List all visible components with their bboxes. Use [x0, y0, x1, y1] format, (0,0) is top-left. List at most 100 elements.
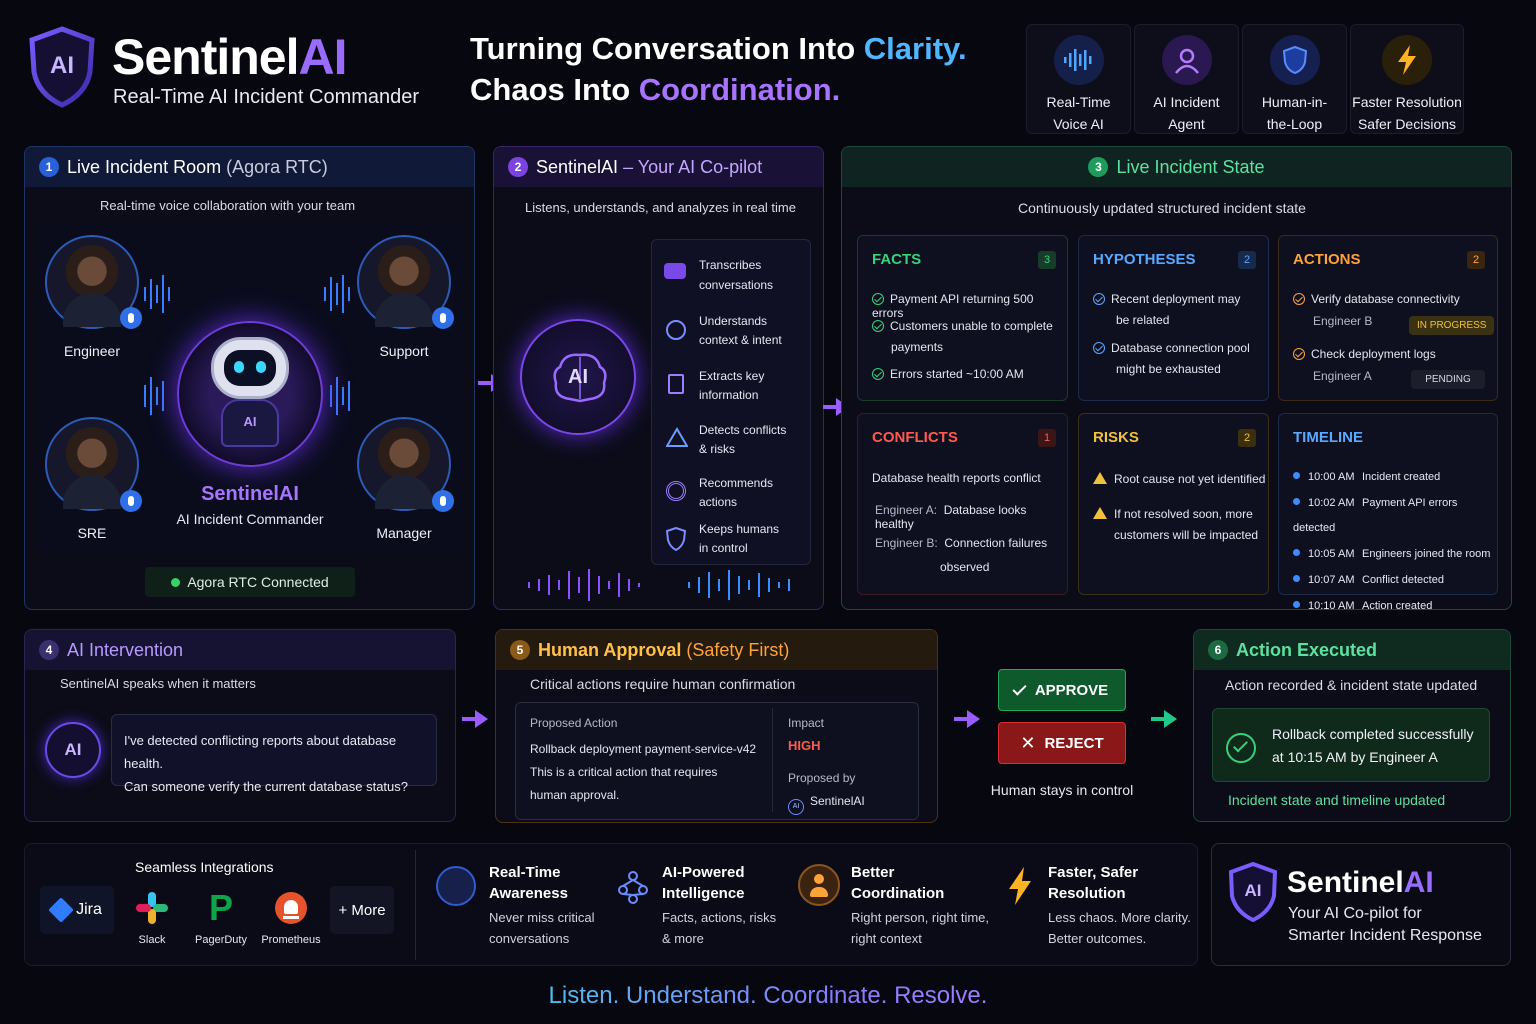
count-badge: 2 — [1238, 429, 1256, 447]
panel-header: 1 Live Incident Room (Agora RTC) — [25, 147, 474, 187]
mic-icon[interactable] — [120, 307, 142, 329]
brain-icon: AI — [520, 319, 636, 435]
impact-badge: HIGH — [788, 738, 821, 753]
person-icon — [798, 864, 840, 906]
panel-human-approval: 5 Human Approval (Safety First) Critical… — [495, 629, 938, 823]
success-message: Rollback completed successfully at 10:15… — [1212, 708, 1490, 782]
brand-tagline: Real-Time AI Incident Commander — [113, 86, 420, 108]
document-icon — [668, 374, 684, 394]
status-dot-icon — [171, 577, 181, 587]
integration-pagerduty[interactable]: PagerDuty — [195, 934, 247, 946]
status-badge: PENDING — [1411, 370, 1485, 389]
more-integrations-button[interactable]: + More — [330, 886, 394, 934]
approve-button[interactable]: APPROVE — [998, 669, 1126, 711]
check-icon — [1093, 342, 1105, 354]
bot-name: SentinelAI — [201, 483, 299, 505]
card-conflicts: CONFLICTS 1 Database health reports conf… — [857, 413, 1068, 595]
shield-icon — [29, 26, 95, 108]
panel-header: 4 AI Intervention — [25, 630, 455, 670]
check-circle-icon — [1226, 733, 1256, 763]
count-badge: 2 — [1238, 251, 1256, 269]
integrations-title: Seamless Integrations — [135, 859, 274, 875]
brand-logo: AI — [28, 26, 96, 108]
panel-action-executed: 6 Action Executed Action recorded & inci… — [1193, 629, 1511, 822]
voice-waves — [144, 275, 350, 415]
participant-support: Support — [379, 343, 429, 359]
network-icon — [618, 870, 648, 904]
chat-icon — [664, 263, 686, 279]
count-badge: 3 — [1038, 251, 1056, 269]
status-badge: IN PROGRESS — [1409, 316, 1495, 335]
integration-prometheus[interactable]: Prometheus — [261, 934, 321, 946]
mic-icon[interactable] — [120, 490, 142, 512]
bot-role: AI Incident Commander — [176, 511, 324, 527]
warning-icon — [1093, 507, 1107, 519]
panel-ai-intervention: 4 AI Intervention SentinelAI speaks when… — [24, 629, 456, 822]
capability-detect: Detects conflicts& risks — [664, 421, 786, 459]
panel-header: 3 Live Incident State — [842, 147, 1511, 187]
connection-status: Agora RTC Connected — [145, 567, 355, 597]
participant-sre: SRE — [77, 525, 107, 541]
proposed-action-box — [515, 702, 919, 820]
ai-badge-icon: AI — [45, 722, 101, 778]
headline: Turning Conversation Into Clarity. Chaos… — [470, 31, 967, 107]
audio-waveform-icon — [528, 569, 790, 601]
waveform-icon — [1053, 35, 1104, 85]
ai-message-bubble: I've detected conflicting reports about … — [111, 714, 437, 794]
panel-ai-copilot: 2 SentinelAI – Your AI Co-pilot Listens,… — [493, 146, 824, 610]
pagerduty-icon: P — [208, 887, 233, 928]
warning-icon — [1093, 472, 1107, 484]
flow-arrow-icon — [462, 710, 488, 728]
reject-button[interactable]: ✕REJECT — [998, 722, 1126, 764]
target-icon — [666, 481, 686, 501]
card-hypotheses: HYPOTHESES 2 Recent deployment may be re… — [1078, 235, 1269, 401]
count-badge: 2 — [1467, 251, 1485, 269]
flow-arrow-icon — [954, 710, 980, 728]
check-icon — [872, 293, 884, 305]
mic-icon[interactable] — [432, 307, 454, 329]
footer-slogan: Listen. Understand. Coordinate. Resolve. — [0, 982, 1536, 1010]
panel-live-incident-room: 1 Live Incident Room (Agora RTC) Real-ti… — [24, 146, 475, 610]
jira-icon — [48, 897, 74, 923]
check-icon — [1012, 680, 1027, 696]
participant-engineer: Engineer — [63, 343, 121, 359]
agent-icon — [1161, 35, 1212, 85]
panel-header: 6 Action Executed — [1194, 630, 1510, 670]
integration-jira[interactable]: Jira — [40, 886, 114, 934]
panel-header: 5 Human Approval (Safety First) — [496, 630, 937, 670]
integration-slack[interactable]: Slack — [138, 934, 166, 946]
check-icon — [1293, 348, 1305, 360]
shield-icon: AI — [1228, 861, 1278, 923]
bot-body: AI — [221, 399, 279, 447]
slack-icon — [136, 892, 168, 924]
count-badge: 1 — [1038, 429, 1056, 447]
shield-user-icon — [666, 527, 686, 551]
flow-arrow-icon — [1151, 710, 1177, 728]
brand-name: SentinelAI — [112, 29, 347, 85]
bottom-bar — [24, 843, 1198, 966]
participant-manager: Manager — [376, 525, 432, 541]
mic-icon[interactable] — [432, 490, 454, 512]
warning-icon — [666, 427, 688, 447]
prometheus-icon — [275, 892, 307, 924]
panel-live-incident-state: 3 Live Incident State Continuously updat… — [841, 146, 1512, 610]
brain-small-icon — [666, 320, 686, 340]
card-actions: ACTIONS 2 Verify database connectivity E… — [1278, 235, 1498, 401]
shield-check-icon — [1269, 35, 1320, 85]
close-icon: ✕ — [1020, 732, 1036, 753]
check-icon — [1093, 293, 1105, 305]
capability-list — [651, 239, 811, 565]
